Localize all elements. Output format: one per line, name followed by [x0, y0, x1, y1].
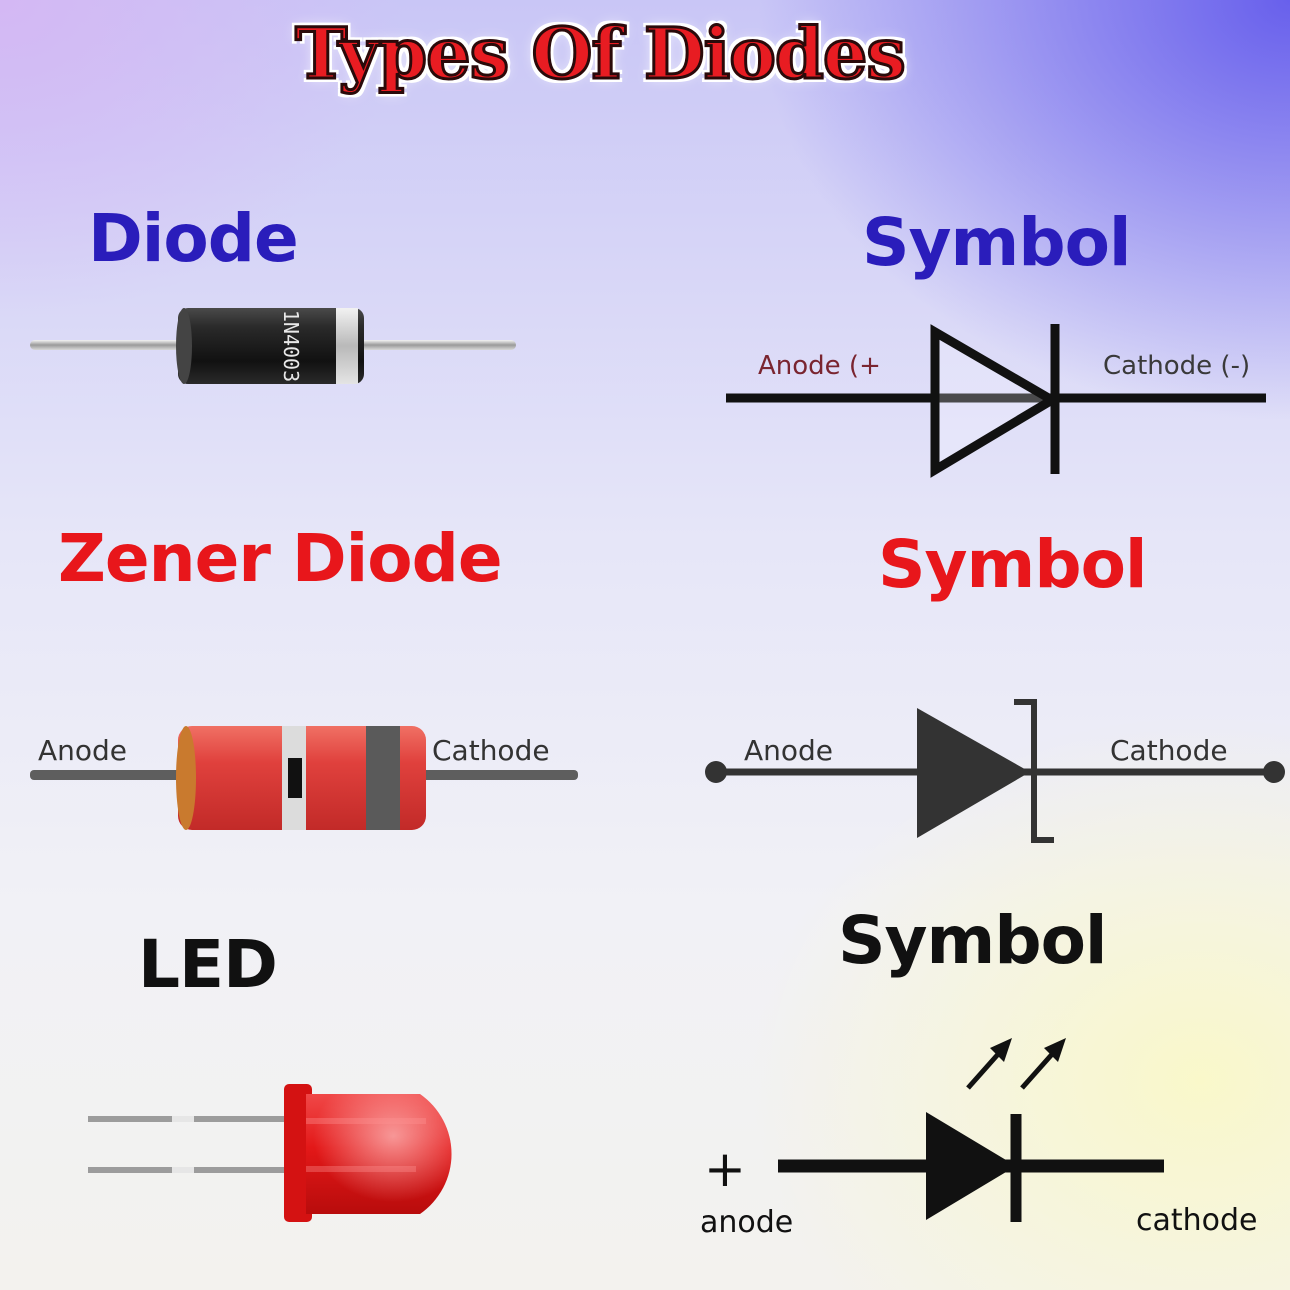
heading-led: LED: [138, 926, 278, 1003]
heading-diode: Diode: [88, 200, 299, 277]
zener-component-cathode-label: Cathode: [432, 734, 550, 767]
diode-cathode-band: [336, 308, 358, 384]
led-component: [88, 1084, 452, 1222]
zener-symbol-cathode-label: Cathode: [1110, 734, 1228, 767]
diode-component: 1N4003: [30, 308, 516, 384]
zener-cathode-band: [366, 726, 400, 830]
diode-symbol-cathode-label: Cathode (-): [1103, 351, 1250, 381]
led-symbol: + anode cathode: [700, 1038, 1258, 1240]
led-emission-arrows-icon: [966, 1038, 1066, 1090]
zener-component: Anode Cathode: [30, 726, 578, 830]
led-symbol-plus: +: [704, 1140, 746, 1198]
led-symbol-anode-label: anode: [700, 1205, 793, 1240]
zener-band-dark: [288, 758, 302, 798]
diode-end-cap: [176, 308, 192, 384]
led-symbol-triangle: [926, 1112, 1016, 1220]
page-title: Types Of Diodes: [294, 11, 908, 97]
diode-symbol-anode-label: Anode (+: [758, 351, 881, 381]
zener-symbol-bar: [1014, 699, 1054, 843]
zener-symbol-anode-label: Anode: [744, 734, 833, 767]
heading-zener-diode: Zener Diode: [58, 520, 503, 597]
diode-body: [178, 308, 364, 384]
zener-component-anode-label: Anode: [38, 734, 127, 767]
diode-symbol: Anode (+ Cathode (-): [726, 324, 1266, 478]
zener-symbol: Anode Cathode: [705, 699, 1285, 843]
led-symbol-cathode-label: cathode: [1136, 1203, 1258, 1238]
zener-symbol-right-terminal: [1263, 761, 1285, 783]
zener-symbol-triangle: [917, 708, 1030, 838]
diode-marking: 1N4003: [279, 310, 303, 382]
led-flange: [284, 1084, 312, 1222]
heading-diode-symbol: Symbol: [862, 204, 1132, 281]
heading-led-symbol: Symbol: [838, 902, 1108, 979]
diode-symbol-triangle: [930, 324, 1061, 478]
zener-end-cap: [176, 726, 196, 830]
zener-symbol-left-terminal: [705, 761, 727, 783]
heading-zener-symbol: Symbol: [878, 526, 1148, 603]
